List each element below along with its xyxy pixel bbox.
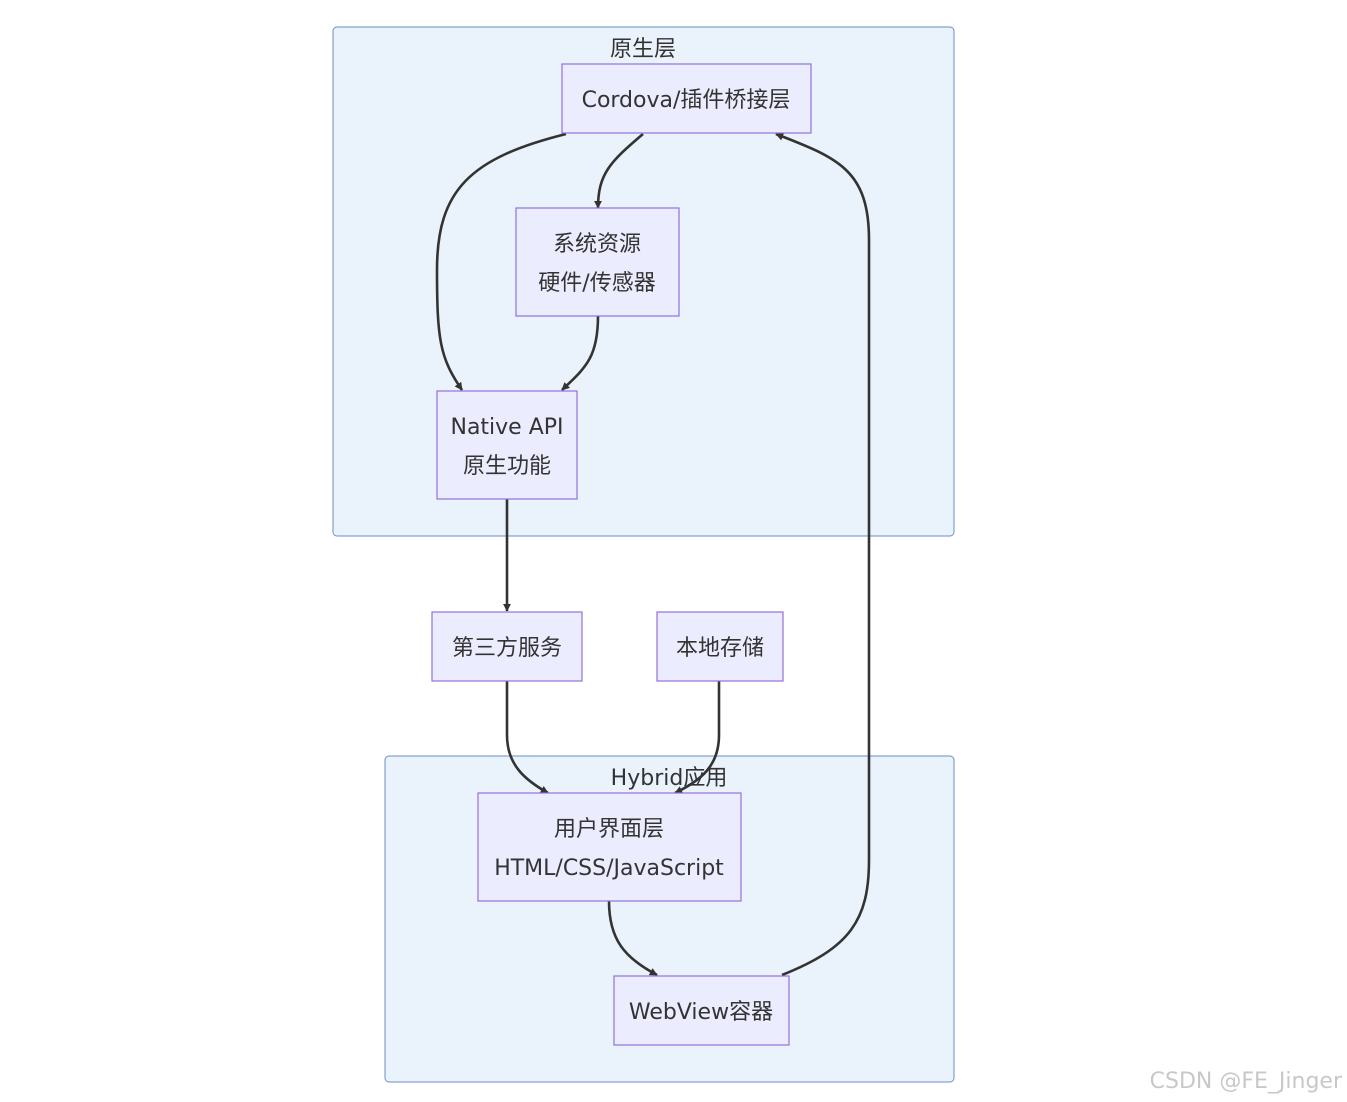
node-system-resources-line2: 硬件/传感器 (538, 271, 655, 296)
node-third-party-label: 第三方服务 (452, 636, 562, 661)
node-native-api-box (436, 390, 578, 500)
csdn-watermark: CSDN @FE_Jinger (1150, 1069, 1343, 1094)
node-webview: WebView容器 (613, 975, 790, 1046)
node-native-api: Native API 原生功能 (436, 390, 578, 500)
node-ui-layer-box (477, 792, 742, 902)
node-local-storage: 本地存储 (656, 611, 784, 682)
node-ui-layer: 用户界面层 HTML/CSS/JavaScript (477, 792, 742, 902)
node-system-resources-box (515, 207, 680, 317)
edge-system-resources-to-native-api (561, 315, 600, 391)
node-system-resources-line1: 系统资源 (553, 232, 641, 257)
node-webview-label: WebView容器 (629, 1000, 773, 1025)
edge-local-storage-to-ui-layer (674, 681, 721, 795)
node-bridge-box (561, 63, 812, 134)
node-webview-box (613, 975, 790, 1046)
native-layer-title: 原生层 (610, 37, 676, 62)
node-native-api-line2: 原生功能 (463, 454, 551, 479)
node-bridge: Cordova/插件桥接层 (561, 63, 812, 134)
node-system-resources: 系统资源 硬件/传感器 (515, 207, 680, 317)
node-bridge-label: Cordova/插件桥接层 (582, 88, 791, 113)
node-local-storage-label: 本地存储 (676, 636, 764, 661)
edge-third-party-to-ui-layer (505, 681, 549, 795)
edge-bridge-to-native-api (435, 132, 567, 391)
node-third-party: 第三方服务 (431, 611, 583, 682)
node-local-storage-box (656, 611, 784, 682)
hybrid-app-title: Hybrid应用 (611, 766, 728, 791)
edge-ui-layer-to-webview (607, 900, 658, 977)
node-ui-layer-line2: HTML/CSS/JavaScript (494, 856, 724, 881)
node-third-party-box (431, 611, 583, 682)
edge-bridge-to-system-resources (594, 133, 644, 209)
edge-webview-to-bridge (775, 132, 871, 977)
node-native-api-line1: Native API (450, 415, 563, 440)
node-ui-layer-line1: 用户界面层 (554, 817, 664, 842)
edges (435, 132, 871, 977)
